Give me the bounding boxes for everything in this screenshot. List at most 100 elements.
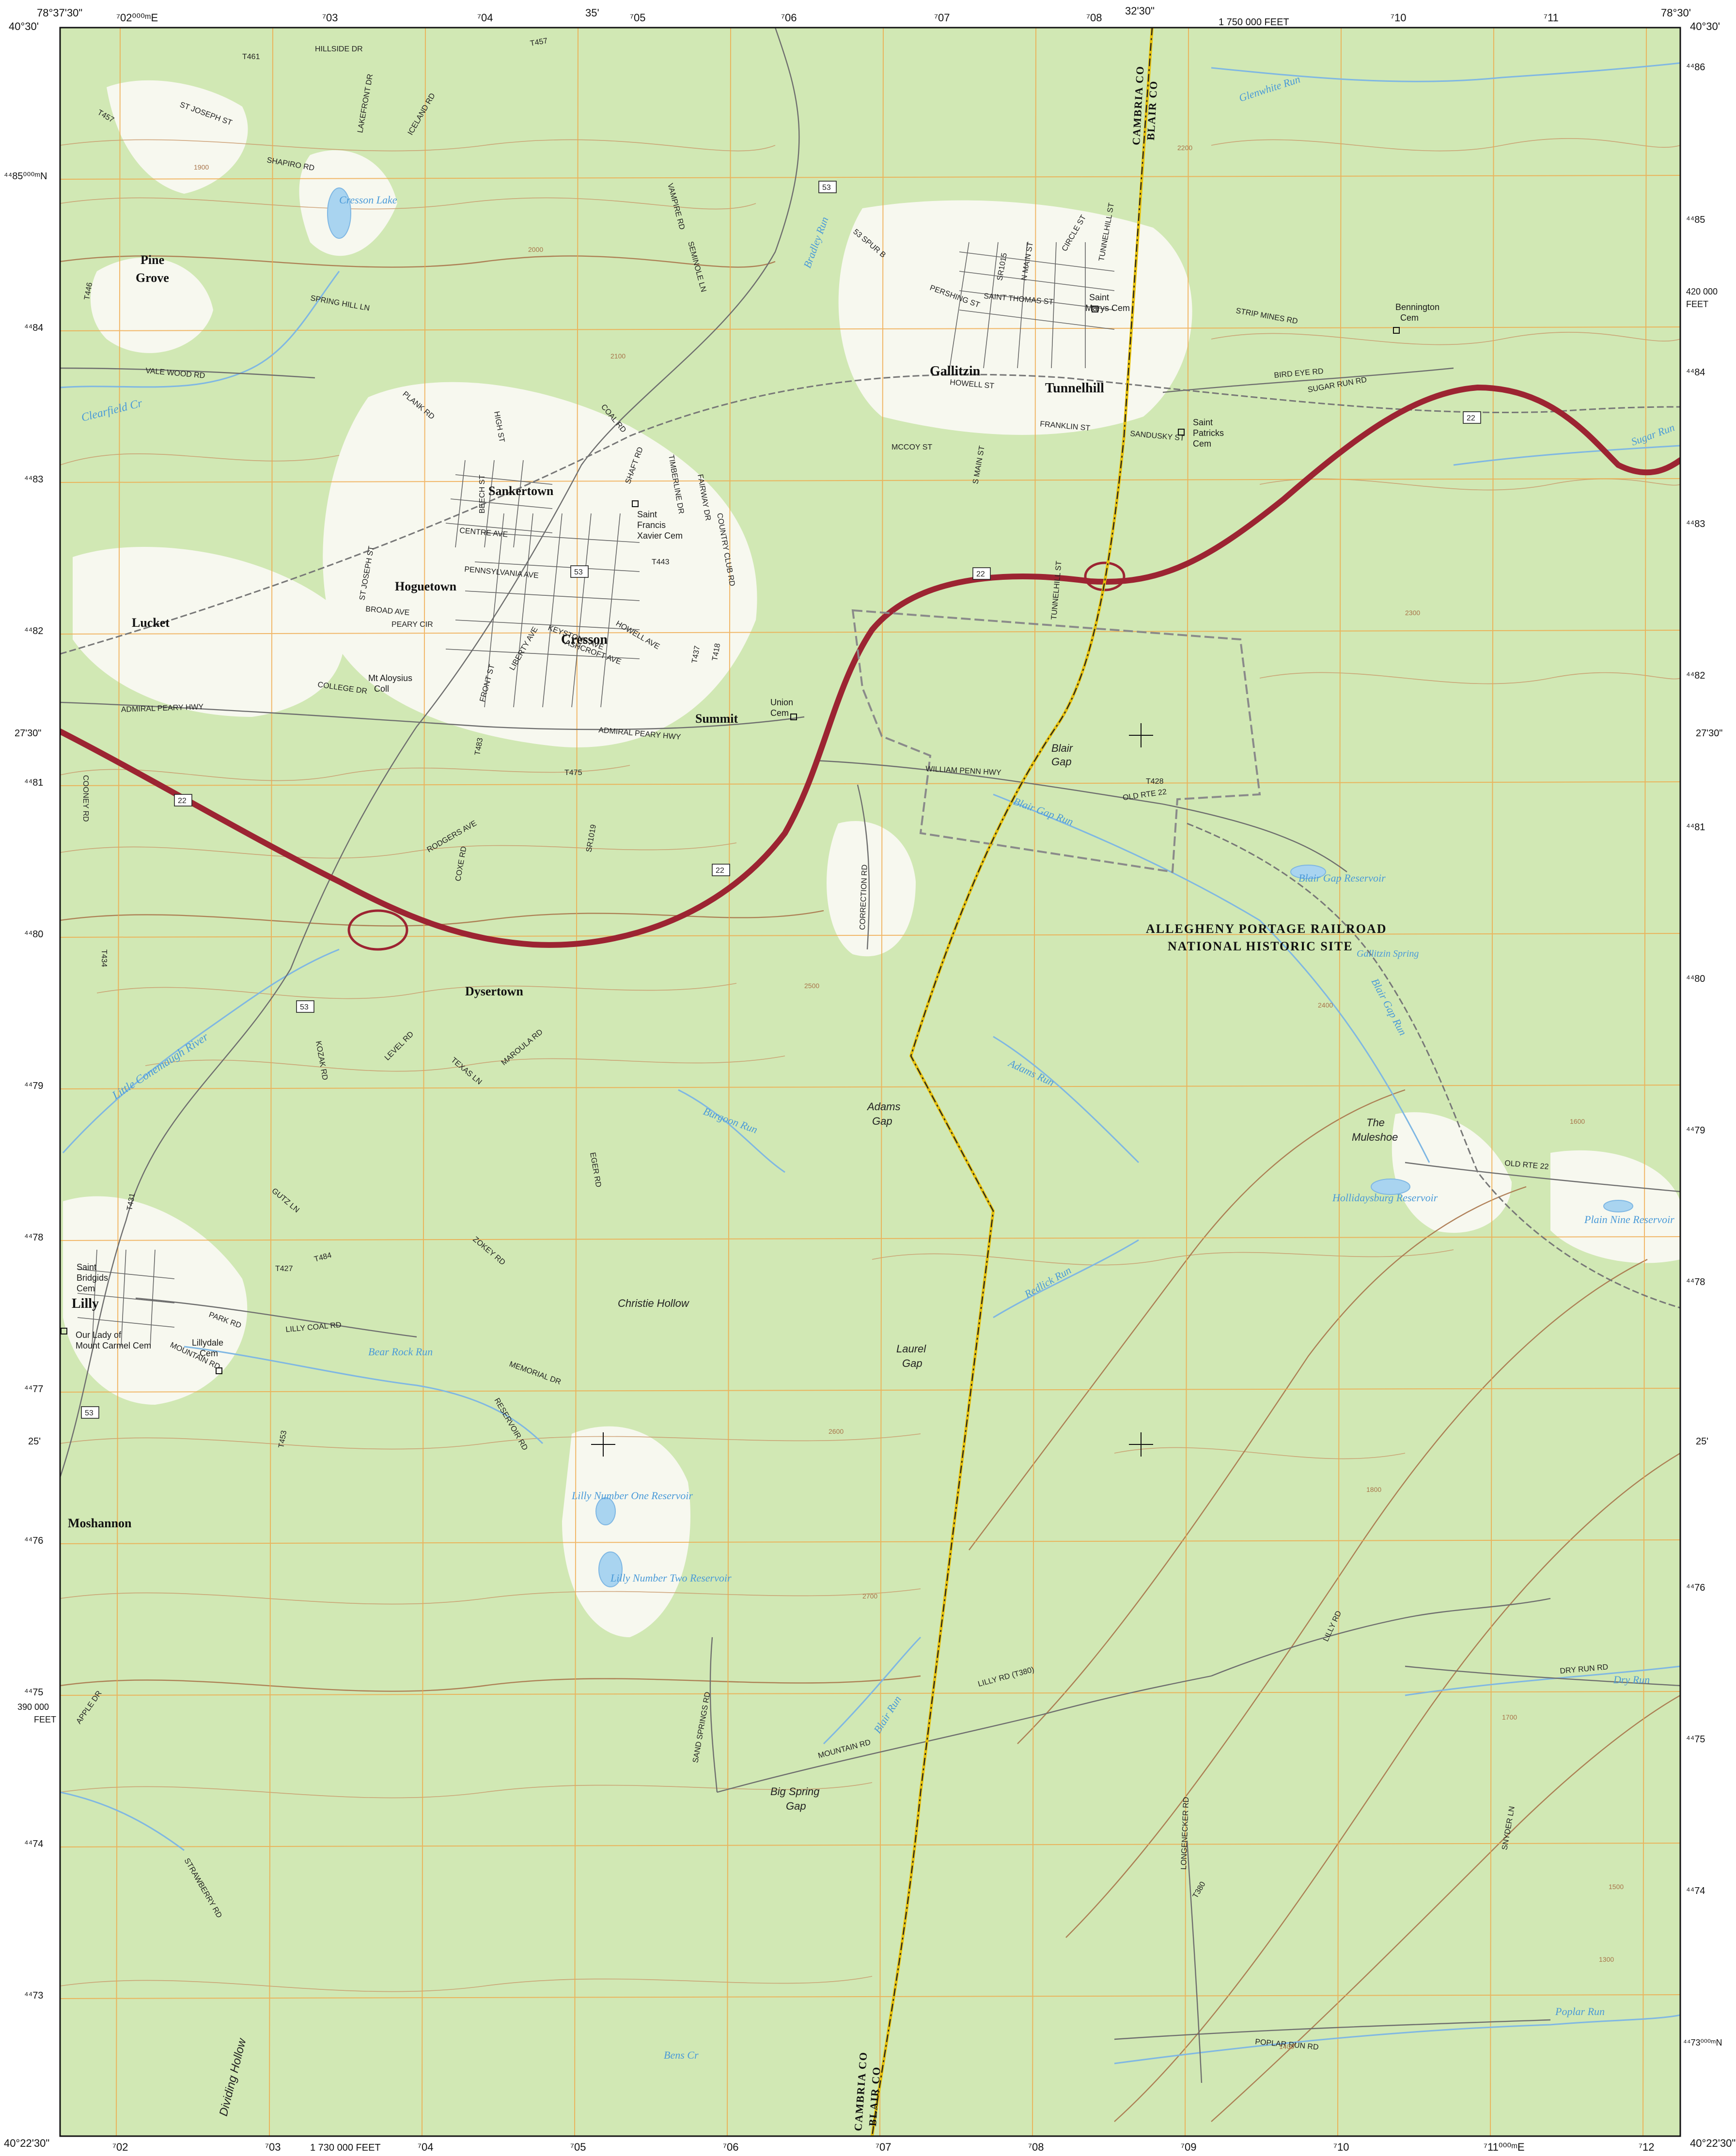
road-label: BEECH ST <box>478 475 486 513</box>
bottom-edge-ticks: ⁷02 ⁷03 1 730 000 FEET ⁷04 ⁷05 ⁷06 ⁷07 ⁷… <box>112 2141 1654 2153</box>
right-tick-label: ⁴⁴75 <box>1686 1734 1705 1745</box>
svg-text:53: 53 <box>85 1409 94 1417</box>
svg-text:2000: 2000 <box>528 246 543 253</box>
open-area-pine-grove <box>90 257 213 353</box>
svg-text:22: 22 <box>1467 414 1475 422</box>
road-old-rte-22 <box>1405 1162 1680 1193</box>
right-edge-ticks: ⁴⁴86 ⁴⁴85 420 000 FEET ⁴⁴84 ⁴⁴83 ⁴⁴82 27… <box>1683 62 1722 2047</box>
right-tick-label: FEET <box>1686 299 1708 309</box>
road-correction <box>857 784 870 950</box>
right-tick-label: 27'30" <box>1696 728 1722 739</box>
highway-interchanges <box>347 561 1126 951</box>
cem-union-icon <box>790 713 797 720</box>
town-label-gallitzin: Gallitzin <box>930 364 981 379</box>
svg-text:2700: 2700 <box>862 1592 877 1600</box>
left-tick-label: 27'30" <box>15 728 41 739</box>
road-longenecker <box>1186 1840 1203 2083</box>
road-label: T475 <box>564 769 582 777</box>
road-label: MCCOY ST <box>891 443 932 451</box>
road-mountain-rd <box>717 1675 1212 1793</box>
cem-our-lady-2: Mount Carmel Cem <box>76 1341 151 1350</box>
shield-22-d: 22 <box>1463 411 1481 424</box>
town-label-hoguetown: Hoguetown <box>395 579 457 593</box>
cem-saint-marys-icon <box>1092 306 1098 312</box>
right-tick-label: ⁴⁴86 <box>1686 62 1705 73</box>
bottom-tick-label: 1 730 000 FEET <box>310 2142 381 2153</box>
left-tick-label: ⁴⁴80 <box>24 929 43 940</box>
shield-53-c: 53 <box>296 1000 314 1013</box>
left-tick-label: ⁴⁴77 <box>24 1384 43 1395</box>
railroad-main <box>60 373 1680 655</box>
road-william-penn-hwy <box>813 760 1347 872</box>
water-lilly-two: Lilly Number Two Reservoir <box>610 1572 732 1584</box>
town-street-grids <box>77 242 1115 1347</box>
stream-glenwhite-run <box>1211 62 1680 82</box>
road-label: PEARY CIR <box>391 620 433 629</box>
graticule-crosses <box>591 723 1153 1457</box>
corner-top-left-lat: 40°30' <box>9 20 39 32</box>
bottom-tick-label: ⁷09 <box>1181 2141 1196 2153</box>
feature-big-spring: Big Spring <box>770 1785 820 1798</box>
cem-saint-patricks-icon <box>1178 429 1185 435</box>
road-label: T483 <box>473 737 485 756</box>
left-tick-label: ⁴⁴78 <box>24 1232 43 1243</box>
cem-saint-marys-1: Saint <box>1089 293 1109 302</box>
water-features <box>60 62 1680 2064</box>
road-label: T457 <box>530 37 548 48</box>
cem-lillydale-1: Lillydale <box>192 1338 223 1348</box>
svg-text:1700: 1700 <box>1502 1713 1517 1721</box>
road-label: T431 <box>125 1193 137 1211</box>
stream-sugar-run <box>1453 445 1680 466</box>
stream-adams-run <box>993 1036 1140 1163</box>
svg-text:2500: 2500 <box>804 982 819 990</box>
feature-big-spring-gap: Gap <box>786 1800 806 1812</box>
sankertown-streets <box>445 460 553 548</box>
svg-text:2400: 2400 <box>1318 1001 1333 1009</box>
right-tick-label: ⁴⁴85 <box>1686 215 1705 225</box>
left-tick-label: 390 000 <box>17 1702 49 1712</box>
stream-blair-run <box>823 1636 922 1745</box>
feature-laurel-gap: Gap <box>902 1357 923 1369</box>
feature-the: The <box>1366 1117 1385 1129</box>
park-boundary <box>851 609 1261 873</box>
top-tick-label: ⁷10 <box>1391 12 1406 24</box>
road-admiral-peary-hwy <box>60 701 805 730</box>
svg-text:22: 22 <box>976 570 985 578</box>
road-label: T418 <box>711 643 722 662</box>
town-label-grove: Grove <box>136 271 169 285</box>
cresson-streets <box>445 513 640 708</box>
svg-text:2100: 2100 <box>610 352 626 360</box>
cem-saint-bridgids-3: Cem <box>77 1284 95 1293</box>
water-plain-nine-reservoir: Plain Nine Reservoir <box>1584 1213 1674 1225</box>
cem-saint-francis-3: Xavier Cem <box>637 531 683 541</box>
road-network <box>60 28 1680 2083</box>
water-cresson-lake: Cresson Lake <box>339 194 397 206</box>
right-tick-label: 420 000 <box>1686 287 1718 296</box>
top-tick-label: 35' <box>585 7 599 19</box>
water-hollidaysburg-reservoir: Hollidaysburg Reservoir <box>1332 1192 1438 1204</box>
blair-gap-reservoir <box>1290 865 1326 879</box>
road-label: T427 <box>275 1265 293 1273</box>
svg-text:2300: 2300 <box>1405 609 1420 617</box>
left-edge-ticks: ⁴⁴85⁰⁰⁰ᵐN ⁴⁴84 ⁴⁴83 ⁴⁴82 27'30" ⁴⁴81 ⁴⁴8… <box>4 171 56 2001</box>
right-tick-label: ⁴⁴79 <box>1686 1125 1705 1136</box>
road-label: ADMIRAL PEARY HWY <box>121 703 204 714</box>
open-area-reservoirs <box>562 1426 690 1637</box>
town-label-tunnelhill: Tunnelhill <box>1045 381 1104 396</box>
cem-bennington-1: Bennington <box>1395 302 1439 312</box>
svg-text:1900: 1900 <box>194 163 209 171</box>
road-label: T446 <box>83 282 94 301</box>
road-label: CORRECTION RD <box>859 865 869 931</box>
cresson-lake <box>327 187 351 239</box>
stream-redlick-run <box>993 1239 1139 1318</box>
water-poplar-run: Poplar Run <box>1555 2005 1605 2017</box>
stream-burgoon-run <box>678 1089 785 1173</box>
shield-53-b: 53 <box>570 565 589 578</box>
corner-top-left-lon: 78°37'30" <box>37 7 82 19</box>
top-edge-ticks: ⁷02⁰⁰⁰ᵐE ⁷03 ⁷04 35' ⁷05 ⁷06 ⁷07 ⁷08 32'… <box>116 5 1559 28</box>
svg-text:22: 22 <box>716 867 724 875</box>
stream-little-conemaugh <box>62 948 340 1154</box>
shield-22-c: 22 <box>972 567 991 580</box>
shield-22-a: 22 <box>174 794 192 807</box>
svg-text:1400: 1400 <box>1279 2043 1294 2050</box>
